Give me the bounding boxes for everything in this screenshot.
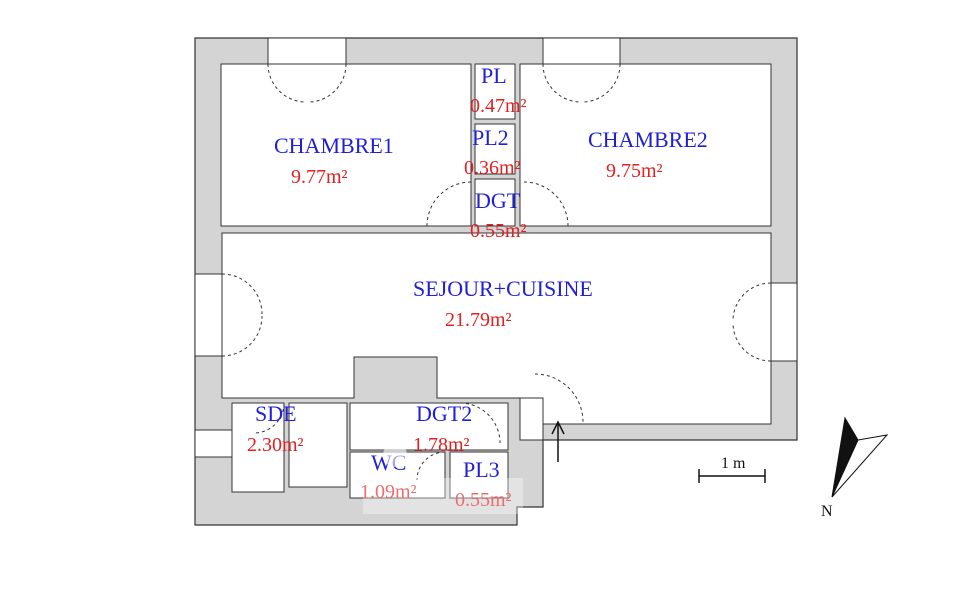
window-sde bbox=[194, 429, 233, 458]
swing-dgt2 bbox=[459, 402, 501, 444]
room-name-dgt: DGT bbox=[475, 188, 521, 213]
sde-annex-floor bbox=[288, 402, 348, 488]
north-compass: N bbox=[821, 416, 889, 520]
room-name-pl2: PL2 bbox=[472, 125, 509, 150]
room-name-dgt2: DGT2 bbox=[416, 401, 472, 426]
room-area-dgt: 0.55m² bbox=[470, 220, 527, 242]
pl-floor bbox=[474, 63, 516, 120]
room-area-pl2: 0.36m² bbox=[464, 157, 521, 179]
entrance-arrow bbox=[551, 420, 565, 462]
room-name-chambre2: CHAMBRE2 bbox=[588, 127, 708, 152]
room-area-pl: 0.47m² bbox=[470, 95, 527, 117]
window-chambre1 bbox=[267, 37, 347, 65]
window-sejour-right bbox=[770, 282, 798, 362]
room-name-chambre1: CHAMBRE1 bbox=[274, 133, 394, 158]
swing-sejour-left-a bbox=[221, 273, 263, 315]
room-name-pl3: PL3 bbox=[463, 457, 500, 482]
swing-chambre2-win-right bbox=[581, 63, 621, 103]
room-area-sejour: 21.79m² bbox=[445, 309, 512, 331]
swing-sde bbox=[253, 402, 285, 434]
swing-sejour-right-b bbox=[732, 322, 772, 362]
room-name-sde: SDE bbox=[255, 401, 297, 426]
room-area-chambre2: 9.75m² bbox=[606, 160, 663, 182]
room-area-sde: 2.30m² bbox=[247, 434, 304, 456]
swing-sejour-right-a bbox=[732, 282, 772, 322]
window-sejour-left bbox=[194, 273, 223, 357]
scale-label: 1 m bbox=[721, 455, 746, 472]
chambre1-floor bbox=[220, 63, 472, 227]
room-area-chambre1: 9.77m² bbox=[291, 166, 348, 188]
swing-chambre1-win-right bbox=[307, 63, 347, 103]
dgt-floor bbox=[474, 178, 516, 227]
swing-chambre2-win-left bbox=[542, 63, 582, 103]
room-name-sejour: SEJOUR+CUISINE bbox=[413, 276, 593, 301]
door-swings bbox=[221, 63, 772, 481]
swing-chambre1-door bbox=[426, 181, 472, 227]
room-area-wc: 1.09m² bbox=[360, 481, 417, 503]
swing-chambre2-door bbox=[523, 181, 569, 227]
window-chambre2 bbox=[542, 37, 621, 65]
room-name-pl: PL bbox=[481, 63, 507, 88]
watermark bbox=[363, 443, 523, 514]
compass-label: N bbox=[821, 503, 833, 520]
room-area-dgt2: 1.78m² bbox=[413, 434, 470, 456]
entrance-opening bbox=[519, 397, 544, 441]
room-area-pl3: 0.55m² bbox=[455, 489, 512, 511]
swing-chambre1-win-left bbox=[267, 63, 307, 103]
walls bbox=[194, 37, 798, 526]
chambre2-floor bbox=[519, 63, 772, 227]
compass-needle-light bbox=[831, 434, 889, 498]
dgt2-floor bbox=[349, 402, 509, 451]
pl2-floor bbox=[474, 123, 516, 175]
scale-bar: 1 m bbox=[698, 455, 766, 483]
swing-sejour-left-b bbox=[221, 315, 263, 357]
windows bbox=[194, 37, 798, 458]
swing-entrance bbox=[534, 373, 584, 423]
sde-floor bbox=[231, 402, 285, 493]
pl3-floor bbox=[449, 451, 509, 499]
room-labels: CHAMBRE1 9.77m² CHAMBRE2 9.75m² PL 0.47m… bbox=[247, 63, 708, 511]
